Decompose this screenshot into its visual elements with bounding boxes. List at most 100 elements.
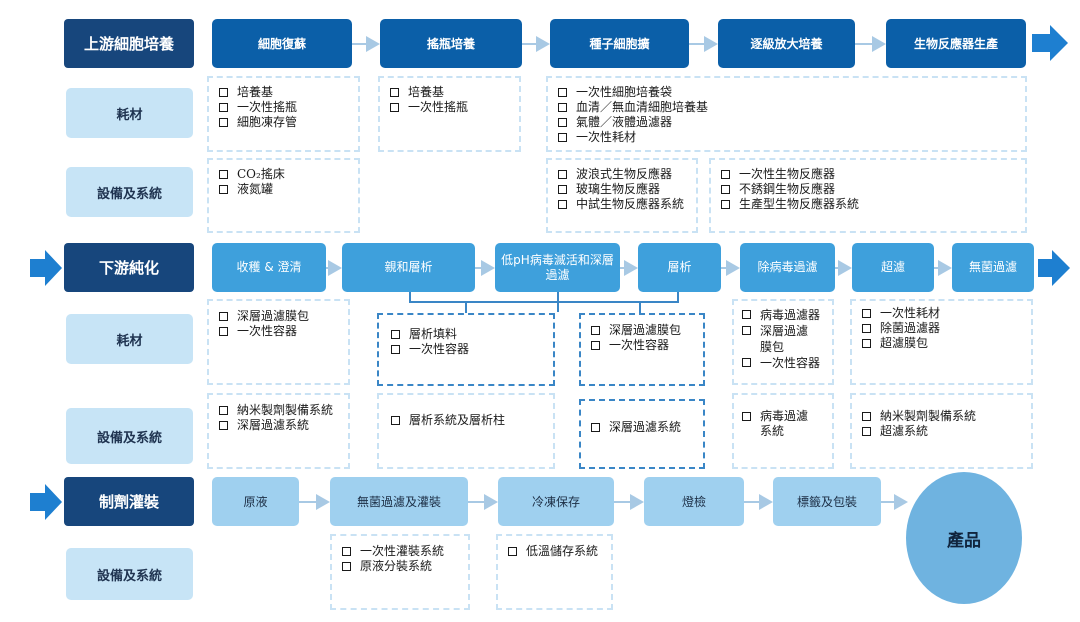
- consumables-box: 培養基 一次性搖瓶: [378, 76, 521, 152]
- list-item: 一次性容器: [217, 324, 340, 339]
- list-item: 除菌過濾器: [860, 321, 1023, 336]
- section-upstream: 上游細胞培養: [64, 19, 194, 68]
- equipment-box: 一次性生物反應器 不銹鋼生物反應器 生產型生物反應器系統: [709, 158, 1027, 233]
- checkbox-icon: [862, 427, 871, 436]
- checkbox-icon: [558, 103, 567, 112]
- checkbox-icon: [558, 185, 567, 194]
- step-ultrafiltration: 超濾: [852, 243, 934, 292]
- step-sterile-filtration: 無菌過濾: [952, 243, 1034, 292]
- step-affinity-chromatography: 親和層析: [342, 243, 475, 292]
- consumables-box: 深層過濾膜包 一次性容器: [579, 313, 705, 386]
- consumables-box: 培養基 一次性搖瓶 細胞凍存管: [207, 76, 360, 152]
- checkbox-icon: [862, 309, 871, 318]
- list-item: 層析填料: [389, 327, 543, 342]
- equipment-box: 一次性灌裝系統 原液分裝系統: [330, 534, 470, 610]
- step-cell-recovery: 細胞復蘇: [212, 19, 352, 68]
- row-label-equipment: 設備及系統: [66, 167, 193, 217]
- equipment-box: 低溫儲存系統: [496, 534, 613, 610]
- consumables-box: 一次性耗材 除菌過濾器 超濾膜包: [850, 299, 1033, 385]
- row-label-equipment: 設備及系統: [66, 408, 193, 464]
- checkbox-icon: [558, 88, 567, 97]
- step-drug-substance: 原液: [212, 477, 299, 526]
- list-item: 氣體／液體過濾器: [556, 115, 1017, 130]
- checkbox-icon: [219, 406, 228, 415]
- list-item: 層析系統及層析柱: [389, 413, 543, 428]
- checkbox-icon: [391, 416, 400, 425]
- list-item: 深層過濾膜包: [589, 323, 695, 338]
- step-frozen-storage: 冷凍保存: [498, 477, 614, 526]
- list-item: 原液分裝系統: [340, 559, 460, 574]
- step-visual-inspection: 燈檢: [644, 477, 744, 526]
- checkbox-icon: [558, 170, 567, 179]
- big-arrow-right-icon: [1038, 250, 1070, 286]
- section-downstream: 下游純化: [64, 243, 194, 292]
- list-item: 深層過濾系統: [217, 418, 340, 433]
- equipment-box: 層析系統及層析柱: [377, 393, 555, 469]
- big-arrow-right-icon: [1032, 25, 1068, 61]
- checkbox-icon: [591, 326, 600, 335]
- list-item: 一次性搖瓶: [217, 100, 350, 115]
- list-item: 血清／無血清細胞培養基: [556, 100, 1017, 115]
- equipment-box: 病毒過濾系統: [732, 393, 834, 469]
- step-sterile-filling: 無菌過濾及灌裝: [330, 477, 468, 526]
- step-scale-up: 逐級放大培養: [718, 19, 855, 68]
- list-item: 深層過濾膜包: [217, 309, 340, 324]
- equipment-box: 波浪式生物反應器 玻璃生物反應器 中試生物反應器系統: [546, 158, 698, 233]
- checkbox-icon: [558, 200, 567, 209]
- equipment-box: 納米製劑製備系統 超濾系統: [850, 393, 1033, 469]
- checkbox-icon: [558, 118, 567, 127]
- checkbox-icon: [391, 330, 400, 339]
- list-item: 不銹鋼生物反應器: [719, 182, 1017, 197]
- step-shake-flask: 搖瓶培養: [380, 19, 522, 68]
- list-item: 一次性耗材: [556, 130, 1017, 145]
- list-item: 一次性耗材: [860, 306, 1023, 321]
- step-seed-expansion: 種子細胞擴: [550, 19, 689, 68]
- checkbox-icon: [391, 345, 400, 354]
- checkbox-icon: [219, 170, 228, 179]
- list-item: 低溫儲存系統: [506, 544, 603, 559]
- consumables-box: 深層過濾膜包 一次性容器: [207, 299, 350, 385]
- step-low-ph-inactivation: 低pH病毒滅活和深層過濾: [495, 243, 620, 292]
- bracket-connector: [409, 292, 679, 303]
- checkbox-icon: [862, 339, 871, 348]
- checkbox-icon: [591, 341, 600, 350]
- step-harvest-clarification: 收穫 & 澄清: [212, 243, 326, 292]
- big-arrow-right-icon: [30, 250, 62, 286]
- consumables-box: 病毒過濾器 深層過濾膜包 一次性容器: [732, 299, 834, 385]
- list-item: 病毒過濾器: [740, 307, 826, 323]
- list-item: 波浪式生物反應器: [556, 167, 688, 182]
- checkbox-icon: [742, 326, 751, 335]
- row-label-equipment: 設備及系統: [66, 548, 193, 600]
- list-item: 液氮罐: [217, 182, 350, 197]
- step-bioreactor-production: 生物反應器生產: [886, 19, 1026, 68]
- checkbox-icon: [219, 118, 228, 127]
- checkbox-icon: [742, 310, 751, 319]
- list-item: 細胞凍存管: [217, 115, 350, 130]
- checkbox-icon: [721, 200, 730, 209]
- row-label-consumables: 耗材: [66, 88, 193, 138]
- equipment-box: CO₂搖床 液氮罐: [207, 158, 360, 233]
- list-item: 一次性容器: [389, 342, 543, 357]
- list-item: 玻璃生物反應器: [556, 182, 688, 197]
- list-item: 一次性灌裝系統: [340, 544, 460, 559]
- list-item: 一次性細胞培養袋: [556, 85, 1017, 100]
- checkbox-icon: [342, 562, 351, 571]
- list-item: 超濾膜包: [860, 336, 1023, 351]
- list-item: 培養基: [388, 85, 511, 100]
- step-labeling-packaging: 標籤及包裝: [773, 477, 881, 526]
- list-item: 一次性搖瓶: [388, 100, 511, 115]
- checkbox-icon: [219, 421, 228, 430]
- checkbox-icon: [742, 412, 751, 421]
- consumables-box: 一次性細胞培養袋 血清／無血清細胞培養基 氣體／液體過濾器 一次性耗材: [546, 76, 1027, 152]
- list-item: 一次性容器: [589, 338, 695, 353]
- step-virus-filtration: 除病毒過濾: [740, 243, 835, 292]
- checkbox-icon: [721, 170, 730, 179]
- checkbox-icon: [862, 412, 871, 421]
- checkbox-icon: [219, 103, 228, 112]
- checkbox-icon: [219, 185, 228, 194]
- checkbox-icon: [721, 185, 730, 194]
- checkbox-icon: [342, 547, 351, 556]
- checkbox-icon: [591, 423, 600, 432]
- list-item: 超濾系統: [860, 424, 1023, 439]
